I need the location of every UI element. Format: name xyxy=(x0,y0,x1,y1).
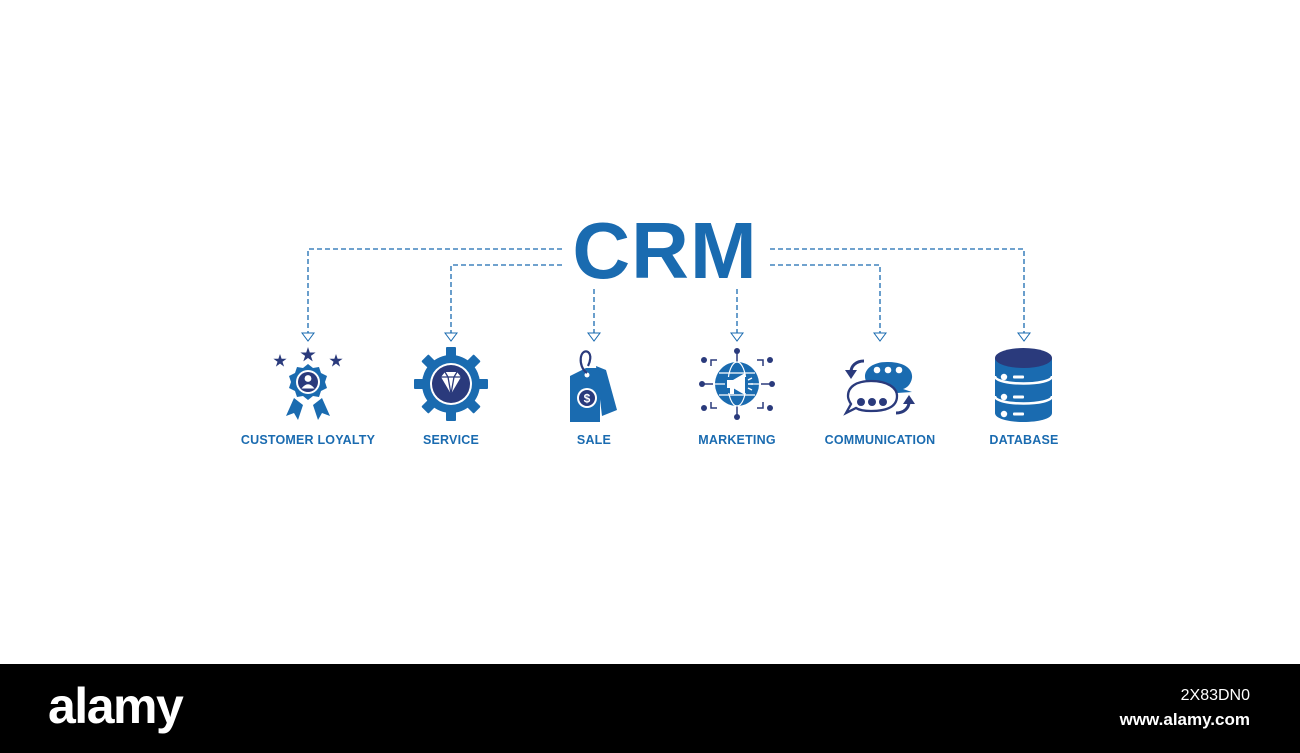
globe-megaphone-icon xyxy=(699,348,775,420)
arrowhead-communication xyxy=(873,332,887,342)
arrowhead-customer-loyalty xyxy=(301,332,315,342)
svg-text:$: $ xyxy=(584,392,591,406)
diagram-title: CRM xyxy=(572,206,758,295)
award-badge-icon xyxy=(273,347,343,420)
price-tag-icon: $ xyxy=(570,350,617,422)
image-id: 2X83DN0 xyxy=(1180,687,1250,704)
connector-service xyxy=(450,264,562,333)
site-url: www.alamy.com xyxy=(1119,710,1250,729)
label-service: SERVICE xyxy=(422,433,480,447)
crm-diagram: $ xyxy=(240,206,1059,447)
label-sale: SALE xyxy=(576,433,612,447)
arrowhead-database xyxy=(1017,332,1031,342)
arrowhead-service xyxy=(444,332,458,342)
arrowhead-sale xyxy=(587,332,601,342)
connector-customer-loyalty xyxy=(307,248,562,333)
label-marketing: MARKETING xyxy=(698,433,776,447)
chat-bubbles-icon xyxy=(843,359,915,416)
arrowhead-marketing xyxy=(730,332,744,342)
label-customer-loyalty: CUSTOMER LOYALTY xyxy=(240,433,376,447)
connector-database xyxy=(770,248,1025,333)
label-database: DATABASE xyxy=(989,433,1059,447)
alamy-logo: alamy xyxy=(48,678,184,734)
label-communication: COMMUNICATION xyxy=(824,433,936,447)
connector-communication xyxy=(770,264,881,333)
connector-lines: $ xyxy=(273,248,1054,422)
watermark-footer: alamy 2X83DN0 www.alamy.com xyxy=(0,664,1300,753)
database-icon xyxy=(993,348,1054,422)
gear-diamond-icon xyxy=(414,347,488,421)
